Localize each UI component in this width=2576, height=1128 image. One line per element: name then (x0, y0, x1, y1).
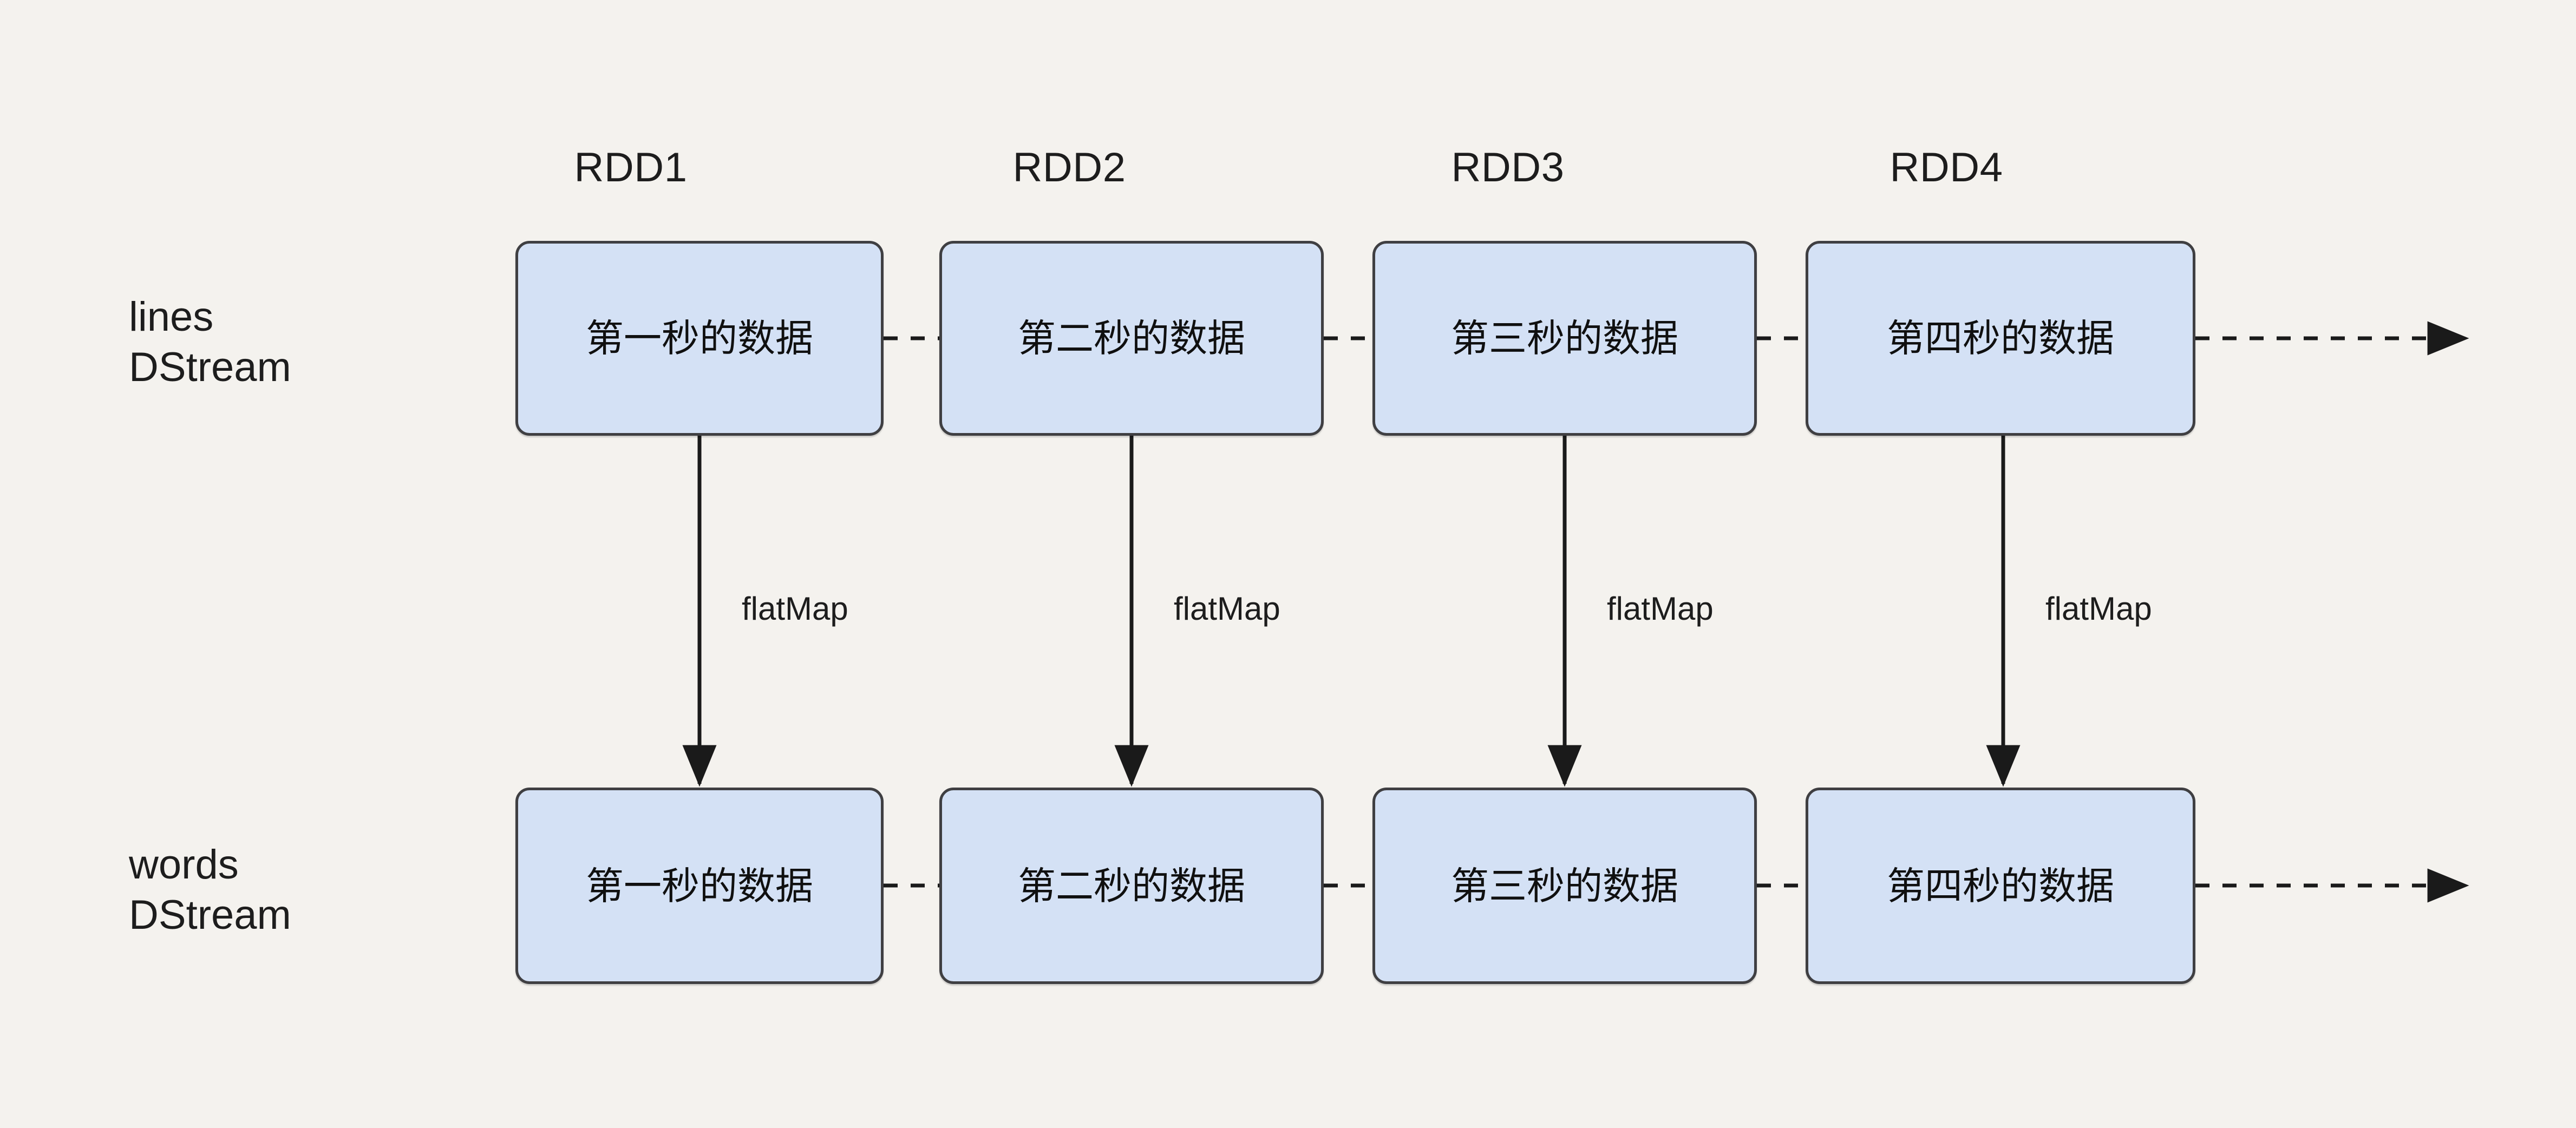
row-label-lines-line1: lines (129, 294, 214, 340)
lines-dstream-box-rdd2[interactable]: 第二秒的数据 (939, 241, 1324, 436)
words-dstream-box-rdd2-text: 第二秒的数据 (1018, 863, 1245, 908)
row-label-lines-line2: DStream (129, 344, 291, 390)
flatmap-label-col3: flatMap (1607, 591, 1714, 627)
lines-dstream-box-rdd3-text: 第三秒的数据 (1451, 316, 1678, 360)
flatmap-arrows (682, 436, 2021, 787)
column-header-rdd1: RDD1 (574, 145, 688, 191)
lines-dstream-box-rdd4-text: 第四秒的数据 (1887, 316, 2114, 360)
lines-dstream-box-rdd4[interactable]: 第四秒的数据 (1806, 241, 2195, 436)
column-header-rdd4: RDD4 (1889, 145, 2003, 191)
words-dstream-box-rdd1-text: 第一秒的数据 (586, 863, 813, 908)
words-dstream-box-rdd4[interactable]: 第四秒的数据 (1806, 788, 2195, 984)
flatmap-label-col2: flatMap (1174, 591, 1280, 627)
lines-dstream-box-rdd2-text: 第二秒的数据 (1018, 316, 1245, 360)
lines-dstream-box-rdd1[interactable]: 第一秒的数据 (515, 241, 884, 436)
row-label-lines-dstream: lines DStream (129, 292, 291, 392)
row-label-words-dstream: words DStream (129, 840, 291, 940)
words-dstream-box-rdd2[interactable]: 第二秒的数据 (939, 788, 1324, 984)
row-label-words-line1: words (129, 842, 239, 888)
words-dstream-box-rdd1[interactable]: 第一秒的数据 (515, 788, 884, 984)
words-dstream-box-rdd3[interactable]: 第三秒的数据 (1372, 788, 1757, 984)
lines-dstream-box-rdd3[interactable]: 第三秒的数据 (1372, 241, 1757, 436)
column-header-rdd2: RDD2 (1012, 145, 1126, 191)
flatmap-label-col4: flatMap (2045, 591, 2152, 627)
row-label-words-line2: DStream (129, 891, 291, 938)
words-dstream-box-rdd4-text: 第四秒的数据 (1887, 863, 2114, 908)
lines-dstream-box-rdd1-text: 第一秒的数据 (586, 316, 813, 360)
flatmap-label-col1: flatMap (742, 591, 848, 627)
column-header-rdd3: RDD3 (1451, 145, 1565, 191)
words-dstream-box-rdd3-text: 第三秒的数据 (1451, 863, 1678, 908)
